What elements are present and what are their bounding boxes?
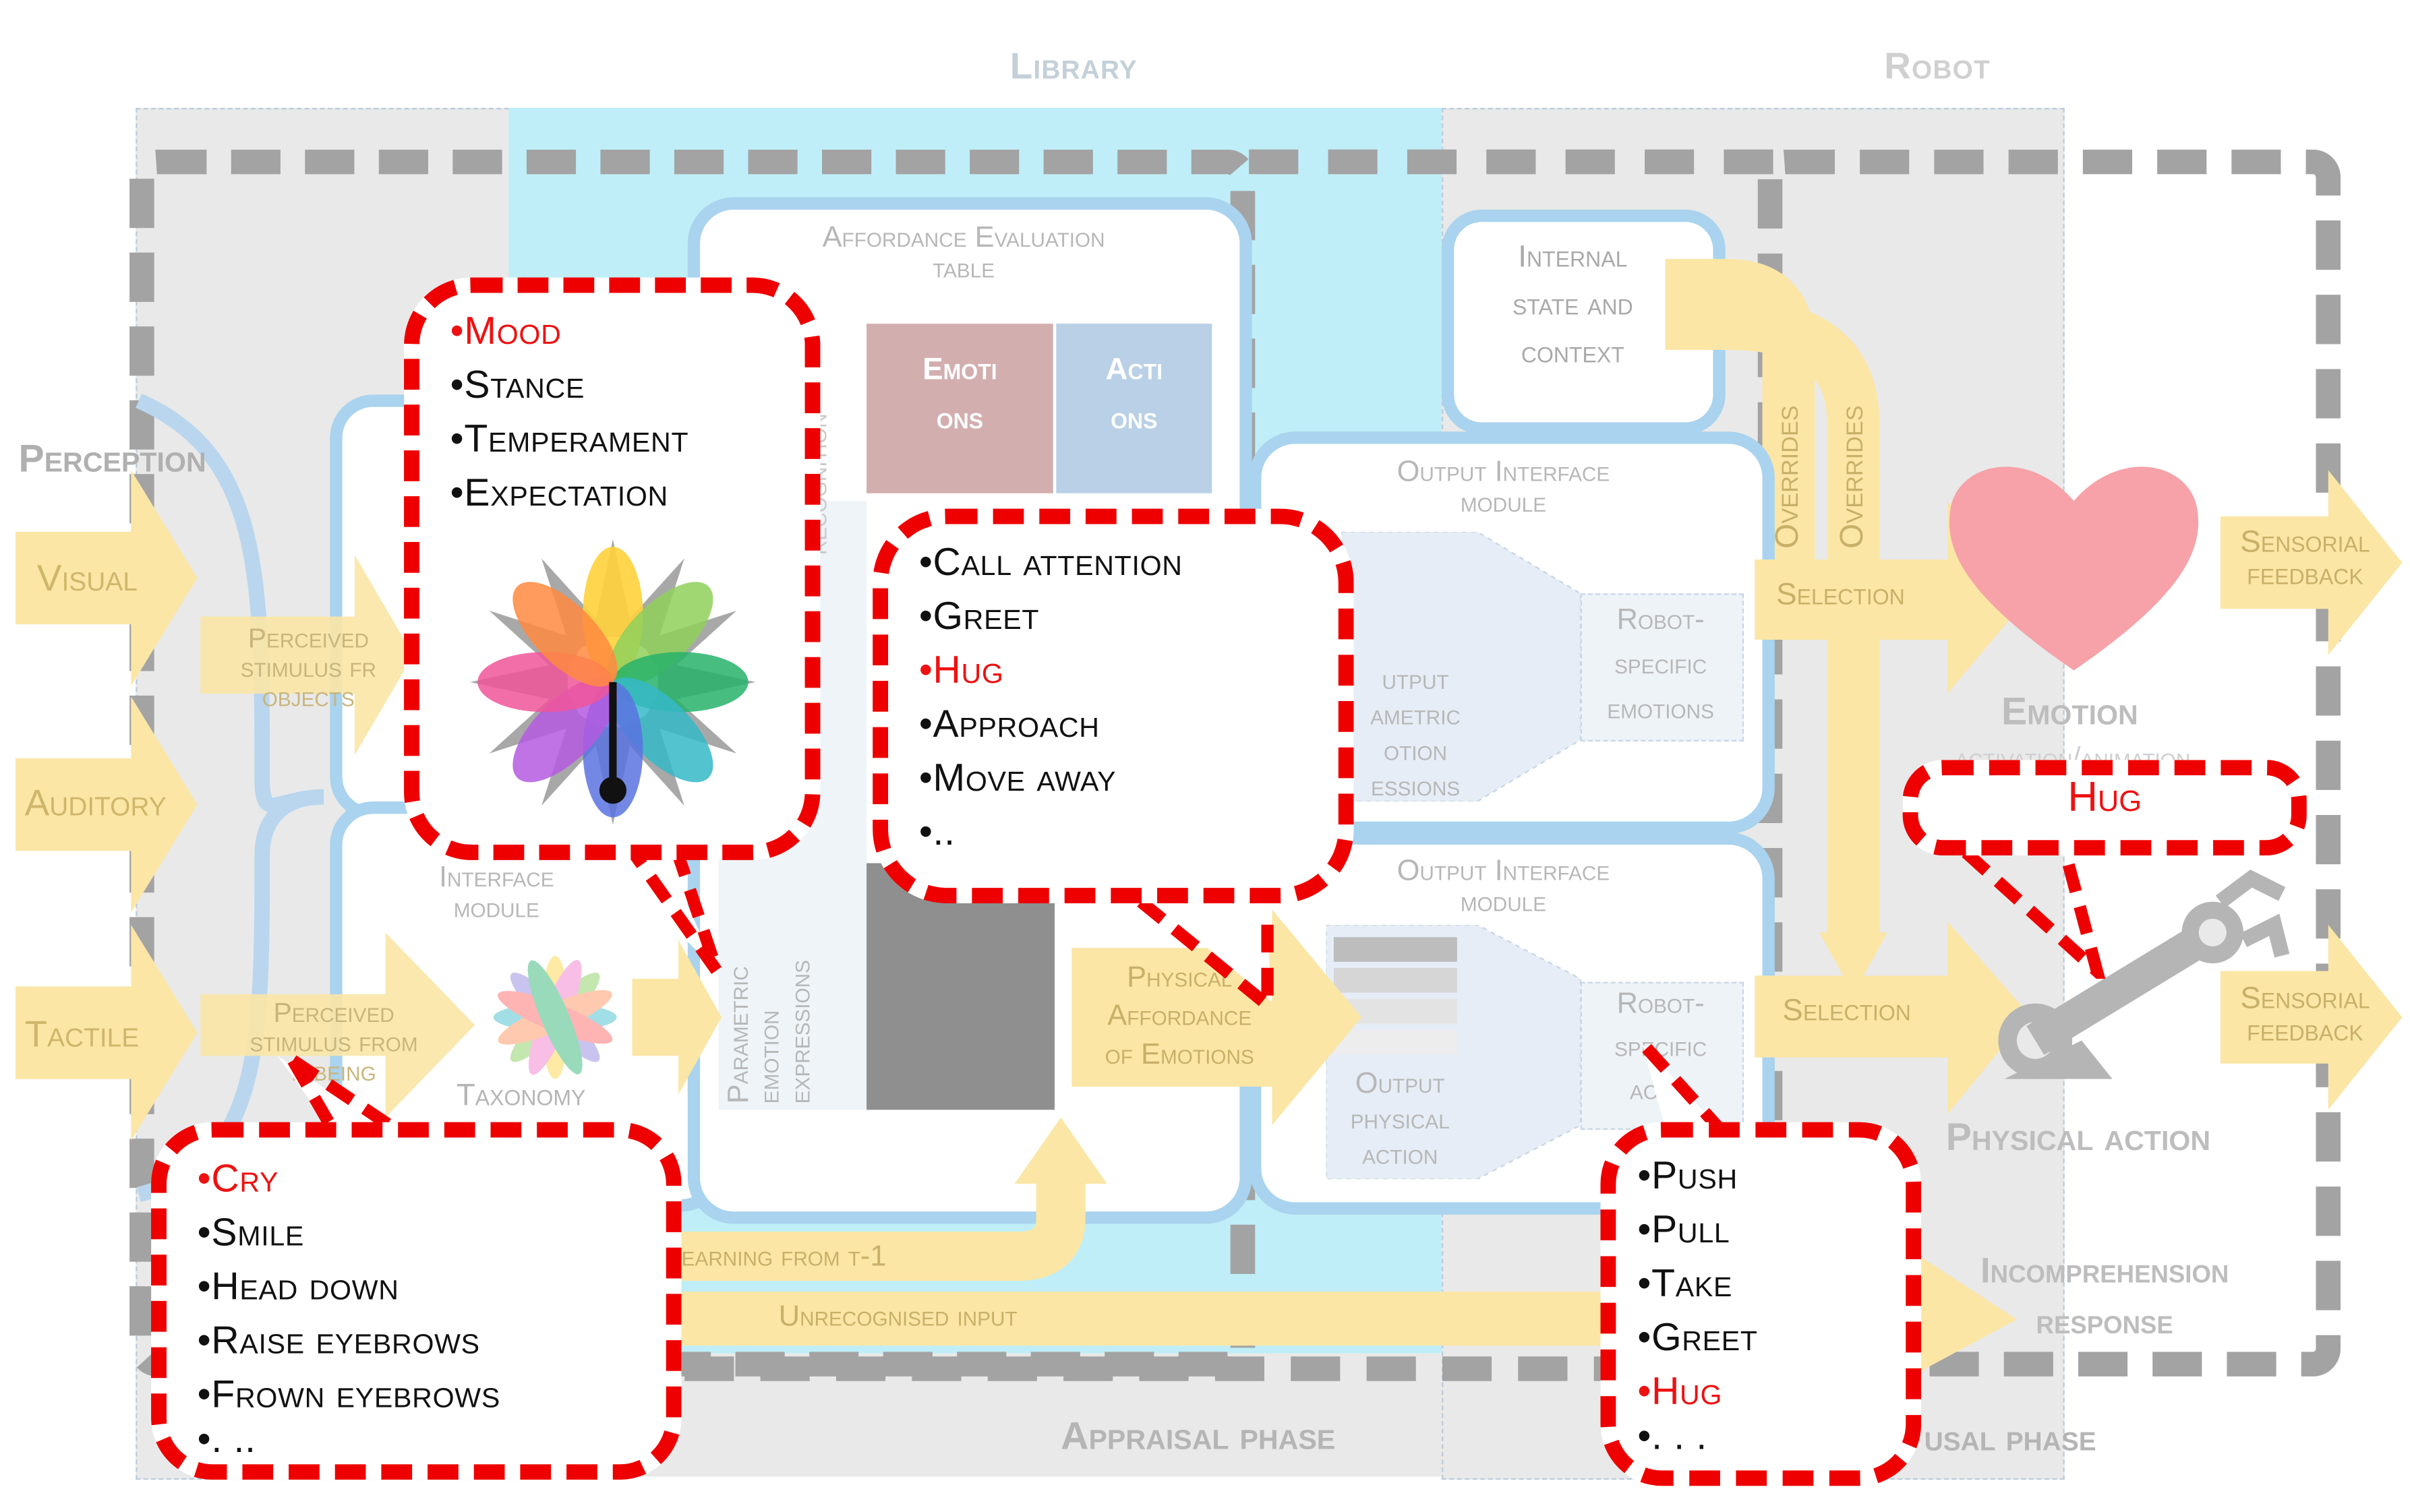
unrecognised-arrow [663, 1240, 2017, 1385]
auditory-label: Auditory [24, 783, 167, 825]
hug-bubble [1902, 760, 2307, 856]
visual-arrow [15, 470, 198, 686]
physical-action-label: Physical action [1945, 1116, 2211, 1159]
taxonomy-to-table-arrow [632, 940, 722, 1095]
learning-label: earning from t-1 [681, 1240, 887, 1273]
auditory-arrow [15, 696, 198, 913]
learning-arrow [663, 1117, 1107, 1281]
output-emotion-right-box [1580, 593, 1744, 742]
perceived-objects-arrow [200, 555, 413, 756]
robot-actions-bubble-tail [1642, 1044, 1724, 1132]
actions-bubble [873, 508, 1354, 903]
taxonomy-flower-icon [493, 955, 617, 1079]
phase-connector-top [1249, 149, 1773, 175]
actions-bubble-list: •Call attention •Greet •Hug •Approach •M… [918, 541, 1183, 854]
tactile-label: Tactile [24, 1014, 140, 1056]
sensorial-feedback-arrow-top [2220, 470, 2403, 655]
library-title: Library [1009, 46, 1138, 88]
heart-icon [1949, 466, 2199, 671]
emotion-title: Emotion [2001, 690, 2138, 734]
overrides-arrows [1665, 259, 1887, 994]
mood-bubble-list: •Mood •Stance •Temperament •Expectation [450, 309, 689, 515]
hug-bubble-tail [1962, 847, 2106, 979]
expressions-bubble [151, 1122, 682, 1480]
visual-label: Visual [36, 557, 138, 600]
physical-affordance-arrow [1071, 909, 1362, 1126]
selection-label-bottom: Selection [1782, 994, 1911, 1029]
perceived-human-arrow [200, 932, 475, 1118]
sensorial-feedback-arrow-bottom [2220, 924, 2403, 1110]
hug-bubble-text: Hug [2067, 773, 2142, 820]
causal-phase-label: usal phase [1924, 1418, 2096, 1460]
output-emotion-funnel [1341, 531, 1581, 802]
selection-label-top: Selection [1776, 578, 1905, 612]
robot-title: Robot [1884, 46, 1991, 88]
tactile-arrow [15, 924, 198, 1141]
mood-wheel-icon [470, 539, 756, 825]
robot-actions-bubble [1600, 1122, 1922, 1486]
table-body-gray [866, 863, 1055, 1110]
robot-arm-icon [1998, 869, 2290, 1079]
perception-title: Perception [18, 437, 206, 481]
expressions-bubble-list: •Cry •Smile •Head down •Raise eyebrows •… [197, 1157, 501, 1461]
unrecognised-label: Unrecognised input [778, 1300, 1018, 1333]
actions-bubble-tail [1133, 886, 1274, 1018]
appraisal-phase-label: Appraisal phase [1061, 1415, 1336, 1459]
taxonomy-label: Taxonomy [456, 1079, 586, 1113]
robot-actions-bubble-list: •Push •Pull •Take •Greet •Hug •. . . [1637, 1154, 1758, 1459]
expressions-bubble-tail [277, 1055, 405, 1144]
perception-brace [136, 394, 324, 1203]
selection-arrow-bottom [1755, 921, 2030, 1115]
